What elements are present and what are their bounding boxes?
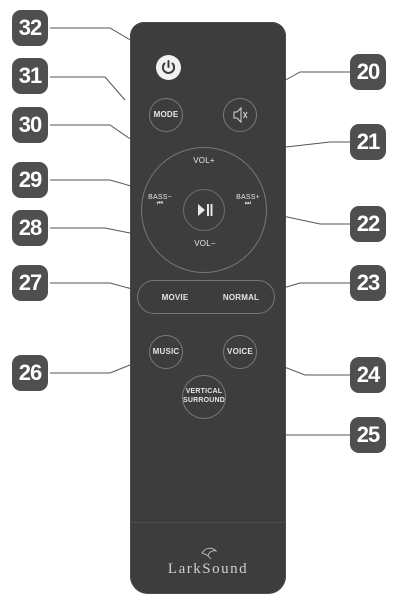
mode-button[interactable]: MODE: [149, 98, 183, 132]
music-button[interactable]: MUSIC: [149, 335, 183, 369]
previous-track-icon: ⏮: [156, 200, 164, 207]
vol-down-button[interactable]: VOL−: [194, 239, 216, 248]
navigation-ring: [141, 147, 267, 273]
callout-28: 28: [12, 210, 48, 246]
voice-button[interactable]: VOICE: [223, 335, 257, 369]
mode-label: MODE: [153, 110, 179, 119]
callout-31: 31: [12, 58, 48, 94]
bird-logo-icon: [201, 547, 218, 560]
bass-plus-label: BASS+: [236, 194, 260, 201]
remote-control-body: MODE VOL+ VOL− BASS− ⏮ BASS+ ⏭ MOVIE NOR…: [130, 22, 286, 594]
brand-name: LarkSound: [167, 561, 249, 577]
callout-22: 22: [350, 206, 386, 242]
vertical-surround-button[interactable]: VERTICAL SURROUND: [182, 375, 226, 419]
surround-label: SURROUND: [183, 397, 226, 404]
vol-up-button[interactable]: VOL+: [193, 156, 215, 165]
callout-27: 27: [12, 265, 48, 301]
vertical-label: VERTICAL: [185, 388, 223, 395]
play-pause-button[interactable]: [183, 189, 225, 231]
leader-31: [50, 76, 126, 101]
seam-line: [130, 522, 286, 523]
voice-label: VOICE: [227, 347, 253, 356]
callout-24: 24: [350, 357, 386, 393]
bass-plus-button[interactable]: BASS+ ⏭: [232, 194, 264, 208]
play-pause-icon: [198, 204, 213, 216]
normal-button[interactable]: NORMAL: [222, 293, 260, 302]
callout-26: 26: [12, 355, 48, 391]
music-label: MUSIC: [152, 347, 180, 356]
callout-32: 32: [12, 10, 48, 46]
callout-20: 20: [350, 54, 386, 90]
power-button[interactable]: [156, 55, 181, 80]
bass-minus-button[interactable]: BASS− ⏮: [144, 194, 176, 208]
callout-30: 30: [12, 107, 48, 143]
movie-button[interactable]: MOVIE: [161, 293, 189, 302]
bass-minus-label: BASS−: [148, 194, 172, 201]
power-icon: [161, 60, 176, 75]
callout-25: 25: [350, 417, 386, 453]
mute-icon: [233, 106, 248, 124]
mute-button[interactable]: [223, 98, 257, 132]
callout-21: 21: [350, 124, 386, 160]
next-track-icon: ⏭: [244, 200, 252, 207]
sound-mode-pill: MOVIE NORMAL: [137, 280, 275, 314]
callout-29: 29: [12, 162, 48, 198]
callout-23: 23: [350, 265, 386, 301]
